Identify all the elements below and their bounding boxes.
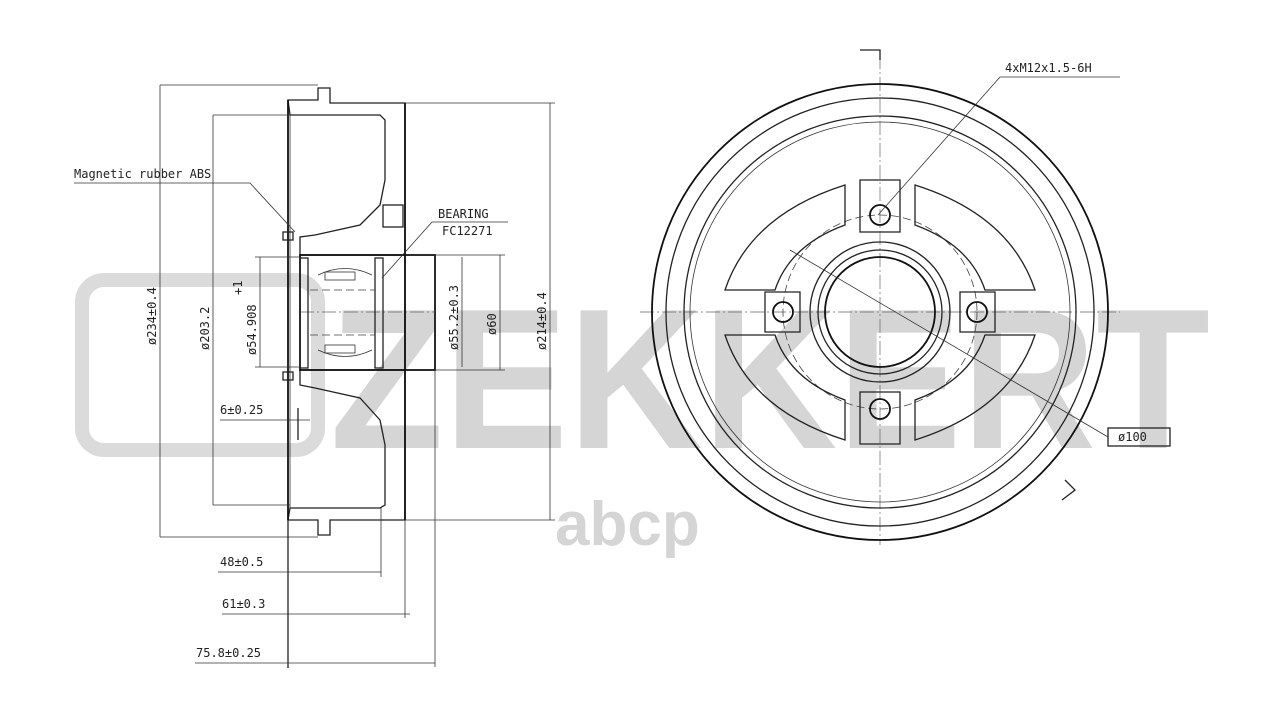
section-view: ø234±0.4 ø203.2 ø54.908 +1 ø55.2±0.3 ø60… [74, 84, 555, 668]
dim-depth-61: 61±0.3 [222, 597, 265, 611]
dim-flange-diameter: ø214±0.4 [535, 292, 549, 350]
dim-depth-total: 75.8±0.25 [196, 646, 261, 660]
watermark-site: аbср [555, 490, 700, 559]
dim-abs-offset: 6±0.25 [220, 403, 263, 417]
dim-hub-inner-diameter: ø55.2±0.3 [447, 285, 461, 350]
dim-bore-diameter: ø54.908 [245, 304, 259, 355]
dim-drum-diameter: ø203.2 [198, 307, 212, 350]
dim-depth-48: 48±0.5 [220, 555, 263, 569]
front-view: 4xM12x1.5-6H ø100 [640, 49, 1171, 545]
label-bearing-code: FC12271 [442, 224, 493, 238]
label-thread: 4xM12x1.5-6H [1005, 61, 1092, 75]
bolt-holes [772, 204, 988, 420]
dim-bore-tolerance: +1 [231, 281, 245, 295]
dim-outer-diameter: ø234±0.4 [145, 287, 159, 345]
label-bearing: BEARING [438, 207, 489, 221]
label-magnetic-rubber-abs: Magnetic rubber ABS [74, 167, 211, 181]
dim-hub-outer-diameter: ø60 [485, 313, 499, 335]
label-pcd: ø100 [1118, 430, 1147, 444]
